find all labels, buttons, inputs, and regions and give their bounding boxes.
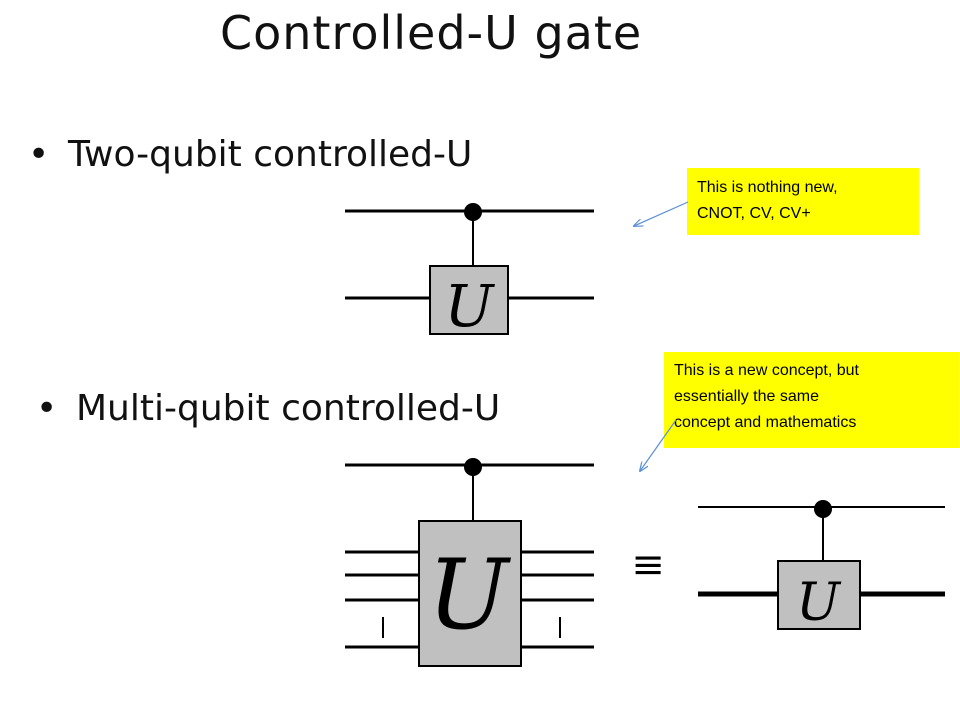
bullet-two-qubit-text: Two-qubit controlled-U [68, 134, 473, 175]
u-gate-label: U [796, 573, 842, 633]
u-gate-box [777, 560, 861, 630]
slide-title: Controlled-U gate [220, 6, 643, 60]
two-qubit-circuit: U [345, 203, 594, 340]
u-gate-label: U [445, 272, 496, 340]
note-new-concept: This is a new concept, but essentially t… [664, 352, 959, 448]
note-line: CNOT, CV, CV+ [697, 205, 811, 222]
bullet-dot: • [36, 388, 58, 429]
callout-arrow [634, 201, 689, 226]
bullet-multi-qubit: • Multi-qubit controlled-U [36, 388, 500, 429]
u-gate-label: U [428, 539, 512, 651]
note-line: This is nothing new, [697, 179, 838, 196]
note-line: This is a new concept, but [674, 362, 859, 379]
note-nothing-new: This is nothing new, CNOT, CV, CV+ [687, 168, 919, 235]
bullet-two-qubit: • Two-qubit controlled-U [28, 134, 472, 175]
bullet-multi-qubit-text: Multi-qubit controlled-U [76, 388, 501, 429]
u-gate-box [418, 520, 522, 667]
note-line: essentially the same [674, 388, 819, 405]
callout-arrow [640, 419, 677, 471]
note-line: concept and mathematics [674, 414, 857, 431]
multi-qubit-circuit: U [345, 458, 594, 667]
u-gate-box [429, 265, 509, 335]
equivalent-circuit: U [698, 500, 945, 633]
equivalence-symbol: ≡ [631, 542, 665, 588]
bullet-dot: • [28, 134, 50, 175]
